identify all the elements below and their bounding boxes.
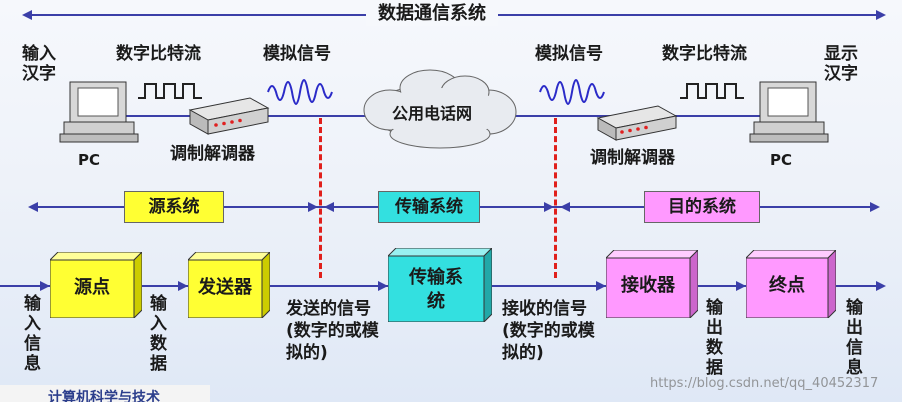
right-digital-label: 数字比特流 xyxy=(662,44,747,64)
left-digital-label: 数字比特流 xyxy=(116,44,201,64)
flow-arrow-2 xyxy=(178,281,188,291)
transmission-label: 传输系统 xyxy=(409,267,463,312)
systems-arrow-right xyxy=(870,202,880,212)
receiver-label: 接收器 xyxy=(621,275,675,296)
systems-arrow-mid1 xyxy=(308,202,318,212)
flow-arrow-4 xyxy=(596,281,606,291)
systems-arrow-mid4 xyxy=(560,202,570,212)
receiver-block: 接收器 xyxy=(606,250,698,318)
right-modem-label: 调制解调器 xyxy=(590,148,675,168)
left-modem-label: 调制解调器 xyxy=(170,144,255,164)
left-pc-label: PC xyxy=(78,151,101,169)
input-data-label: 输入数据 xyxy=(150,294,167,374)
received-signal-label: 接收的信号(数字的或模拟的) xyxy=(502,299,595,363)
network-label: 公用电话网 xyxy=(392,104,473,123)
left-pc-icon xyxy=(59,81,139,143)
left-modem-icon xyxy=(188,97,270,135)
left-analog-label: 模拟信号 xyxy=(263,44,331,64)
transmitter-label: 发送器 xyxy=(198,277,252,298)
right-modem-icon xyxy=(596,105,678,141)
output-data-label: 输出数据 xyxy=(706,298,723,378)
left-input-label: 输入汉字 xyxy=(22,44,56,84)
flow-arrow-6 xyxy=(876,281,886,291)
separator-right xyxy=(554,118,557,278)
watermark: https://blog.csdn.net/qq_40452317 xyxy=(650,376,879,391)
transmission-block: 传输系统 xyxy=(388,248,492,322)
header-title: 数据通信系统 xyxy=(366,2,498,26)
destination-point-label: 终点 xyxy=(769,275,805,296)
flow-arrow-5 xyxy=(736,281,746,291)
destination-point-block: 终点 xyxy=(746,250,836,318)
systems-arrow-mid3 xyxy=(544,202,554,212)
right-analog-label: 模拟信号 xyxy=(535,44,603,64)
top-illustration xyxy=(59,69,829,149)
right-pc-label: PC xyxy=(770,151,793,169)
right-analog-wave-icon xyxy=(539,79,605,105)
systems-arrow-left xyxy=(28,202,38,212)
sent-signal-label: 发送的信号(数字的或模拟的) xyxy=(286,299,379,363)
source-point-label: 源点 xyxy=(74,277,110,298)
separator-left xyxy=(319,118,322,278)
header-arrow-left xyxy=(22,10,32,20)
right-digital-wave-icon xyxy=(680,83,744,99)
bottom-banner: 计算机科学与技术 xyxy=(0,385,210,402)
transmission-system-tag: 传输系统 xyxy=(378,191,480,223)
left-digital-wave-icon xyxy=(138,83,202,99)
header-arrow-right xyxy=(876,10,886,20)
right-pc-icon xyxy=(749,81,829,143)
source-point-block: 源点 xyxy=(50,252,142,318)
systems-arrow-mid2 xyxy=(324,202,334,212)
destination-system-tag: 目的系统 xyxy=(644,191,760,223)
source-system-tag: 源系统 xyxy=(124,191,224,223)
transmitter-block: 发送器 xyxy=(188,252,270,318)
flow-arrow-3 xyxy=(378,281,388,291)
output-info-label: 输出信息 xyxy=(846,298,863,378)
input-info-label: 输入信息 xyxy=(24,294,41,374)
network-cloud-icon xyxy=(363,69,517,149)
flow-arrow-1 xyxy=(40,281,50,291)
left-analog-wave-icon xyxy=(267,79,333,105)
right-output-label: 显示汉字 xyxy=(824,44,858,84)
bottom-banner-text: 计算机科学与技术 xyxy=(48,390,160,402)
